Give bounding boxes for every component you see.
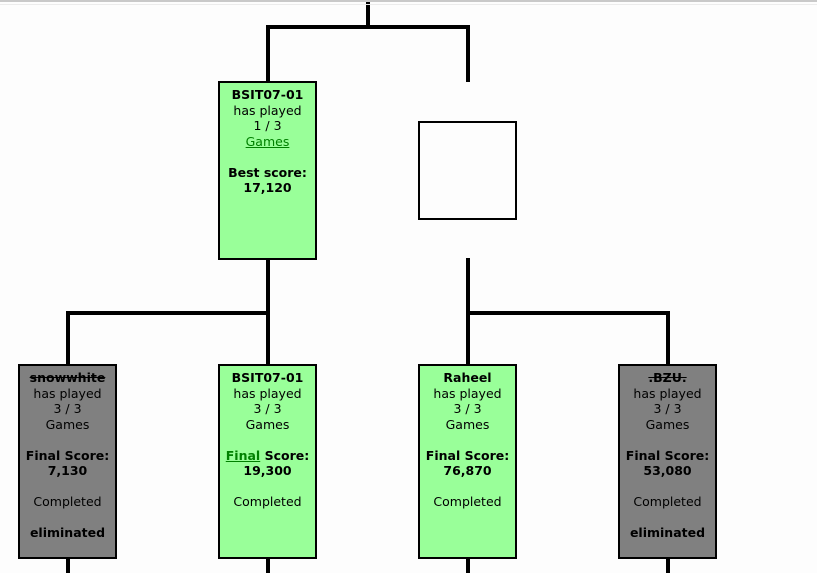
spacer (220, 432, 315, 448)
connector-line (66, 311, 270, 315)
played-label: has played (233, 385, 302, 401)
games-link[interactable]: Games (245, 133, 290, 149)
eliminated-label: eliminated (29, 525, 106, 540)
spacer (420, 479, 515, 495)
spacer (220, 149, 315, 165)
score-value: 53,080 (643, 463, 692, 478)
played-label: has played (233, 102, 302, 118)
connector-line (266, 25, 470, 29)
games-label: Games (45, 416, 90, 432)
connector-line (266, 25, 270, 82)
status-label: Completed (233, 494, 302, 509)
played-label: has played (33, 385, 102, 401)
player-name: snowwhite (29, 370, 106, 385)
status-label: Completed (433, 494, 502, 509)
spacer (20, 479, 115, 495)
games-label: Games (445, 416, 490, 432)
bracket-box-round2-bsit07-01: BSIT07-01 has played 1 / 3 Games Best sc… (218, 81, 317, 260)
connector-line (466, 557, 470, 573)
played-label: has played (633, 385, 702, 401)
spacer (220, 479, 315, 495)
connector-line (66, 557, 70, 573)
eliminated-label: eliminated (629, 525, 706, 540)
score-value: 19,300 (243, 463, 292, 478)
score-label: Final Score: (25, 447, 110, 463)
spacer (20, 510, 115, 526)
bracket-box-round1-bsit07-01: BSIT07-01 has played 3 / 3 Games Final S… (218, 364, 317, 559)
score-label: Final Score: (220, 448, 315, 464)
games-label: Games (645, 416, 690, 432)
player-name: BSIT07-01 (231, 370, 304, 385)
spacer (620, 510, 715, 526)
connector-line (666, 557, 670, 573)
played-count: 3 / 3 (453, 401, 482, 416)
score-label-rest: Score: (260, 447, 310, 463)
spacer (20, 432, 115, 448)
bracket-box-bzu: .BZU. has played 3 / 3 Games Final Score… (618, 364, 717, 559)
bracket-box-round2-empty (418, 121, 517, 220)
played-count: 1 / 3 (253, 118, 282, 133)
score-label: Best score: (228, 164, 307, 180)
connector-line (466, 25, 470, 82)
spacer (620, 432, 715, 448)
spacer (420, 432, 515, 448)
played-label: has played (433, 385, 502, 401)
score-value: 17,120 (243, 180, 292, 195)
played-count: 3 / 3 (53, 401, 82, 416)
player-name: Raheel (443, 370, 492, 385)
score-label: Final Score: (625, 447, 710, 463)
bracket-box-snowwhite: snowwhite has played 3 / 3 Games Final S… (18, 364, 117, 559)
connector-line (66, 311, 70, 365)
player-name: .BZU. (648, 370, 687, 385)
final-link[interactable]: Final (225, 447, 261, 463)
played-count: 3 / 3 (653, 401, 682, 416)
connector-line (266, 557, 270, 573)
connector-line (366, 0, 370, 29)
games-label: Games (245, 416, 290, 432)
top-border (0, 0, 817, 2)
score-label: Final Score: (425, 447, 510, 463)
connector-line (666, 311, 670, 365)
score-value: 76,870 (443, 463, 492, 478)
status-label: Completed (33, 494, 102, 509)
bracket-box-raheel: Raheel has played 3 / 3 Games Final Scor… (418, 364, 517, 559)
played-count: 3 / 3 (253, 401, 282, 416)
player-name: BSIT07-01 (231, 87, 304, 102)
connector-line (466, 311, 670, 315)
top-border-shadow (0, 4, 817, 5)
score-value: 7,130 (47, 463, 88, 478)
status-label: Completed (633, 494, 702, 509)
spacer (620, 479, 715, 495)
